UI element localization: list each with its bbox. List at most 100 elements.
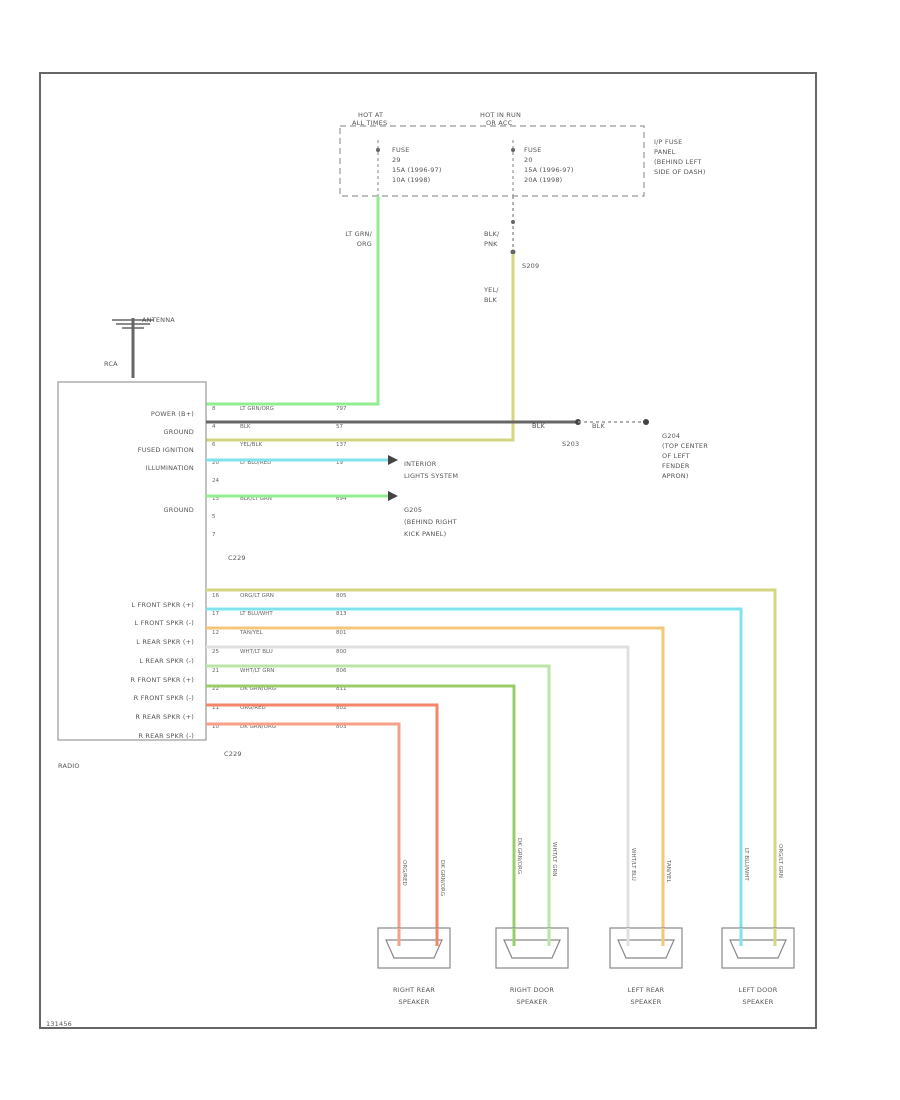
wire-l-front-pos: [206, 588, 777, 935]
fuse-left-node: [376, 148, 380, 152]
svg-text:5: 5: [212, 514, 216, 520]
speaker-right-door: RIGHT DOOR SPEAKER: [495, 927, 569, 1006]
svg-text:(BEHIND LEFT: (BEHIND LEFT: [654, 158, 702, 166]
svg-text:SPEAKER: SPEAKER: [517, 998, 548, 1006]
svg-text:OR ACC: OR ACC: [486, 119, 513, 127]
svg-text:R REAR SPKR (+): R REAR SPKR (+): [135, 713, 194, 721]
fuse-right-label: FUSE 20 15A (1996-97) 20A (1998): [524, 146, 574, 184]
svg-text:797: 797: [336, 406, 347, 412]
svg-text:57: 57: [336, 424, 343, 430]
svg-text:ORG/LT GRN: ORG/LT GRN: [777, 844, 783, 878]
svg-text:25: 25: [212, 649, 219, 655]
svg-text:19: 19: [336, 460, 343, 466]
wire-r-front-neg: [206, 684, 516, 935]
svg-text:HOT IN RUN: HOT IN RUN: [480, 111, 521, 119]
svg-text:24: 24: [212, 478, 219, 484]
svg-text:12: 12: [212, 630, 219, 636]
svg-text:SPEAKER: SPEAKER: [631, 998, 662, 1006]
fuse-panel-label: I/P FUSE PANEL (BEHIND LEFT SIDE OF DASH…: [654, 138, 706, 176]
wire-r-rear-pos: [206, 703, 439, 935]
g205-label: G205 (BEHIND RIGHT KICK PANEL): [404, 506, 457, 538]
svg-text:LT GRN/ORG: LT GRN/ORG: [240, 406, 274, 412]
svg-text:6: 6: [212, 442, 216, 448]
svg-text:OF LEFT: OF LEFT: [662, 452, 690, 460]
splice-s209-node: [510, 249, 516, 255]
svg-text:RIGHT DOOR: RIGHT DOOR: [510, 986, 554, 994]
svg-text:811: 811: [336, 686, 347, 692]
svg-text:801: 801: [336, 630, 347, 636]
svg-text:803: 803: [336, 724, 347, 730]
svg-text:HOT AT: HOT AT: [358, 111, 383, 119]
splice-s203-label: S203: [562, 440, 579, 448]
wire-l-rear-neg: [206, 645, 630, 935]
svg-text:LEFT REAR: LEFT REAR: [628, 986, 665, 994]
svg-text:SPEAKER: SPEAKER: [399, 998, 430, 1006]
svg-text:20A (1998): 20A (1998): [524, 176, 562, 184]
svg-text:R REAR SPKR (-): R REAR SPKR (-): [138, 732, 194, 740]
ground-g204-symbol: [643, 419, 649, 425]
svg-text:PNK: PNK: [484, 240, 498, 248]
svg-text:20: 20: [524, 156, 533, 164]
svg-text:L FRONT SPKR (-): L FRONT SPKR (-): [135, 619, 194, 627]
svg-text:ORG: ORG: [357, 240, 372, 248]
svg-text:TAN/YEL: TAN/YEL: [665, 859, 671, 883]
radio-pin-5: 5: [212, 514, 216, 520]
svg-text:8: 8: [212, 406, 216, 412]
power-wire: [206, 196, 380, 406]
svg-text:4: 4: [212, 424, 216, 430]
interior-lights-label: INTERIOR LIGHTS SYSTEM: [404, 460, 458, 480]
antenna-label: ANTENNA: [142, 316, 175, 324]
radio-pin-24: 24: [212, 478, 219, 484]
svg-text:I/P FUSE: I/P FUSE: [654, 138, 682, 146]
speaker-left-rear: LEFT REAR SPEAKER: [609, 927, 683, 1006]
svg-text:ORG/RED: ORG/RED: [240, 705, 266, 711]
svg-text:16: 16: [212, 593, 219, 599]
radio-connector-top: C229: [228, 554, 246, 562]
ground-end-wire-color: BLK: [592, 422, 605, 430]
svg-text:PANEL: PANEL: [654, 148, 676, 156]
fuse-left-label: FUSE 29 15A (1996-97) 10A (1998): [392, 146, 441, 184]
svg-text:SIDE OF DASH): SIDE OF DASH): [654, 168, 706, 176]
svg-text:RIGHT REAR: RIGHT REAR: [393, 986, 435, 994]
svg-text:ORG/LT GRN: ORG/LT GRN: [240, 593, 274, 599]
svg-text:LEFT DOOR: LEFT DOOR: [739, 986, 778, 994]
illumination-arrow-icon: [388, 455, 398, 465]
fuse-right-node: [511, 148, 515, 152]
svg-text:13: 13: [212, 496, 219, 502]
svg-text:(TOP CENTER: (TOP CENTER: [662, 442, 708, 450]
power-wire-color-label: LT GRN/ ORG: [345, 230, 372, 248]
svg-text:20: 20: [212, 460, 219, 466]
svg-text:BLK/LT GRN: BLK/LT GRN: [240, 496, 272, 502]
antenna-connector-label: RCA: [104, 360, 118, 368]
svg-text:806: 806: [336, 668, 347, 674]
wire-l-front-neg: [206, 607, 743, 935]
svg-text:G205: G205: [404, 506, 422, 514]
svg-text:694: 694: [336, 496, 347, 502]
radio-pin-fused-ignition: FUSED IGNITION 6 YEL/BLK 137: [138, 442, 347, 454]
radio-speaker-pins: L FRONT SPKR (+) 16 ORG/LT GRN 805 L FRO…: [131, 593, 347, 740]
svg-text:WHT/LT GRN: WHT/LT GRN: [240, 668, 274, 674]
fuse-panel-box: [339, 125, 645, 197]
svg-text:TAN/YEL: TAN/YEL: [239, 630, 263, 636]
svg-text:L REAR SPKR (-): L REAR SPKR (-): [139, 657, 194, 665]
ground-g204-label: G204 (TOP CENTER OF LEFT FENDER APRON): [662, 432, 708, 480]
svg-text:10: 10: [212, 724, 219, 730]
svg-text:BLK: BLK: [484, 296, 497, 304]
svg-text:15A (1996-97): 15A (1996-97): [524, 166, 574, 174]
svg-text:G204: G204: [662, 432, 680, 440]
radio-label: RADIO: [58, 762, 80, 770]
speaker-right-rear: RIGHT REAR SPEAKER: [377, 927, 451, 1006]
svg-text:7: 7: [212, 532, 216, 538]
svg-text:FUSE: FUSE: [524, 146, 542, 154]
svg-text:GROUND: GROUND: [164, 506, 195, 514]
svg-text:L REAR SPKR (+): L REAR SPKR (+): [136, 638, 194, 646]
svg-text:BLK/: BLK/: [484, 230, 500, 238]
figure-id: 131456: [46, 1020, 72, 1028]
svg-text:10A (1998): 10A (1998): [392, 176, 430, 184]
svg-text:WHT/LT BLU: WHT/LT BLU: [630, 848, 636, 881]
svg-text:800: 800: [336, 649, 347, 655]
svg-text:LIGHTS SYSTEM: LIGHTS SYSTEM: [404, 472, 458, 480]
svg-text:21: 21: [212, 668, 219, 674]
svg-text:DK GRN/ORG: DK GRN/ORG: [439, 860, 445, 896]
